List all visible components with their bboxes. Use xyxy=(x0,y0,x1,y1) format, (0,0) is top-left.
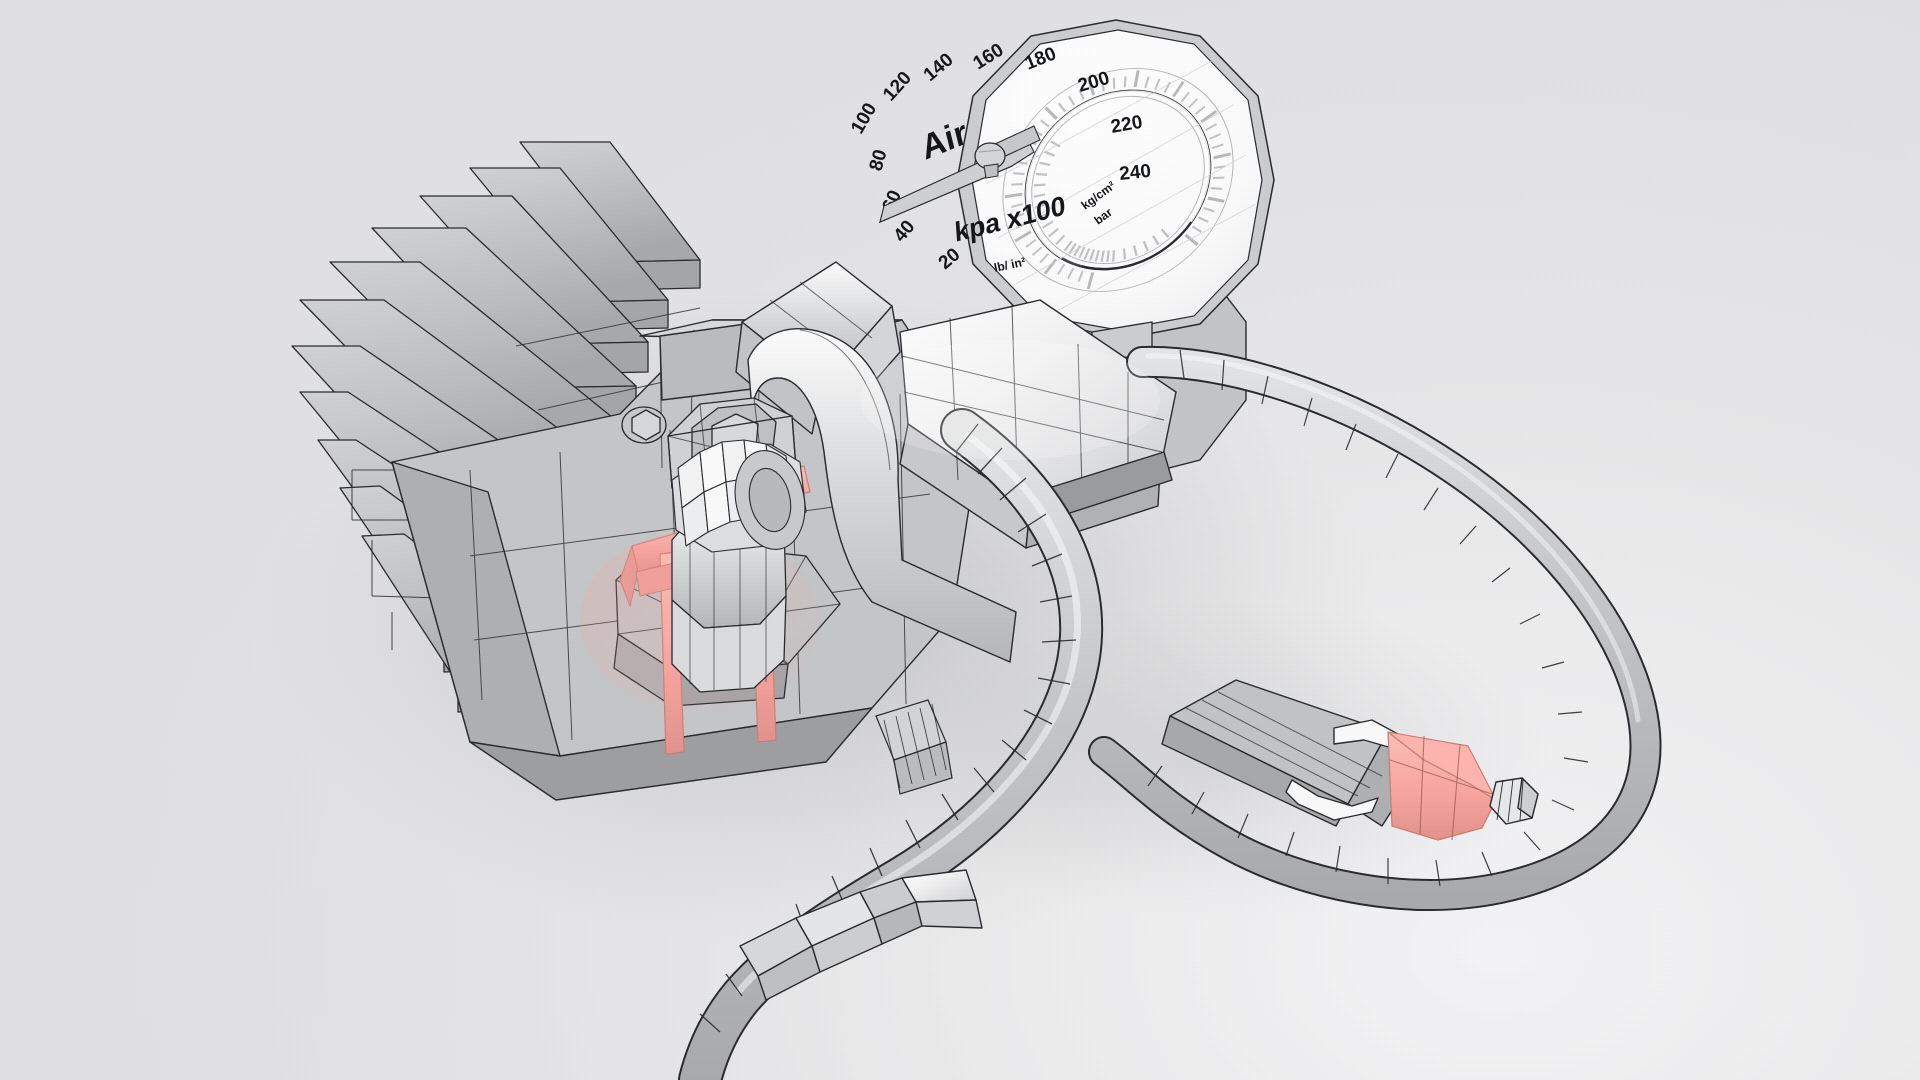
gauge-needle xyxy=(878,125,1041,224)
hose-nozzle xyxy=(739,869,983,1001)
power-cord xyxy=(1088,345,1662,911)
gauge-tick-40: 40 xyxy=(890,217,920,247)
gauge-tick-100: 100 xyxy=(847,100,881,138)
gauge-tick-120: 120 xyxy=(879,68,916,106)
gauge-tick-80: 80 xyxy=(866,147,892,173)
head-bolt xyxy=(621,406,667,444)
gauge-tick-140: 140 xyxy=(920,49,958,85)
plug-contact xyxy=(1489,777,1539,825)
gauge-dial xyxy=(986,58,1256,312)
crank-gear xyxy=(671,439,807,553)
knurled-collar xyxy=(875,699,953,795)
gauge-unit-lbin2: lb/ in² xyxy=(993,255,1027,275)
gauge-tick-240: 240 xyxy=(1118,161,1152,185)
specular-highlight xyxy=(860,340,1160,460)
lighter-plug xyxy=(1161,679,1539,841)
plug-tip xyxy=(1387,731,1499,841)
crank-arm xyxy=(747,328,1017,663)
